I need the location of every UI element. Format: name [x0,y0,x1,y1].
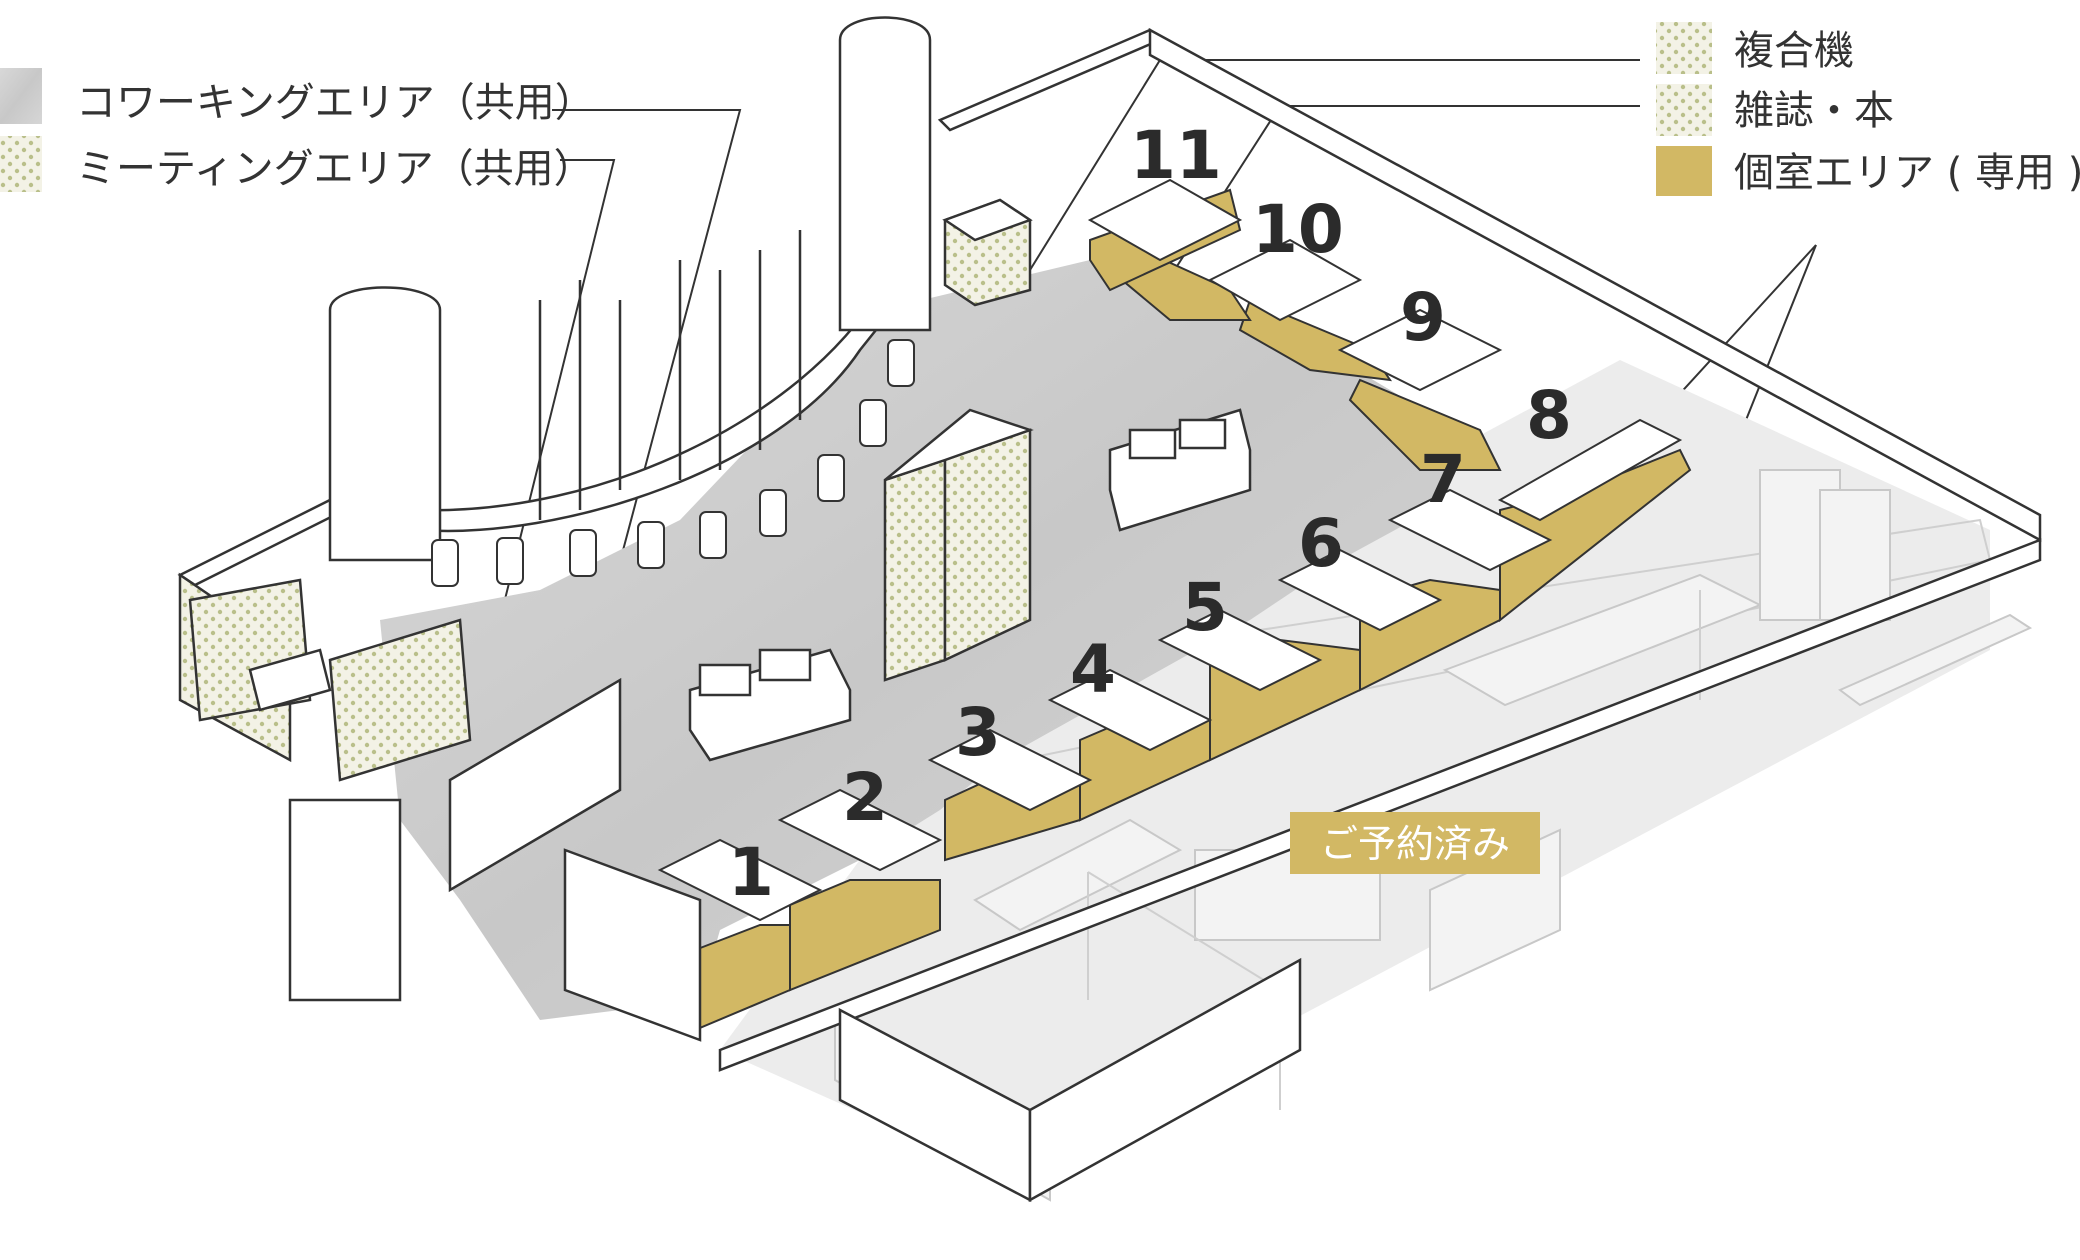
legend-right: 複合機 雑誌・本 個室エリア ( 専用 ) [1656,22,2080,196]
partitions [448,677,1302,1203]
room-label-5: 5 [1182,569,1228,646]
room-label-8: 8 [1526,377,1572,454]
room-label-11: 11 [1130,117,1222,194]
legend-label-coworking: コワーキングエリア（共用） [76,80,595,126]
room-label-2: 2 [842,759,888,836]
meeting-booth [188,578,472,782]
legend-swatch-coworking [0,68,42,124]
reception-desks [688,408,1252,762]
columns [288,16,932,1002]
reserved-zone [720,360,2033,1202]
room-label-6: 6 [1298,505,1344,582]
legend-label-private: 個室エリア ( 専用 ) [1734,150,2080,196]
room-label-10: 10 [1252,191,1344,268]
vertical-fins [538,230,802,520]
reserved-badge: ご予約済み [1290,812,1540,874]
legend-swatch-private [1656,146,1712,196]
room-label-9: 9 [1400,279,1446,356]
legend-label-copier: 複合機 [1734,28,1854,74]
private-desks [657,178,1683,922]
legend-label-meeting: ミーティングエリア（共用） [76,146,594,192]
room-label-3: 3 [955,694,1001,771]
copier [942,198,1033,307]
reserved-badge-label: ご予約済み [1320,822,1510,866]
bookshelf [883,408,1034,682]
room-label-7: 7 [1420,441,1466,518]
reserved-badge-bg [1290,812,1540,874]
room-numbers: 1 2 3 4 5 6 7 8 9 10 11 [728,117,1572,911]
legend-swatch-copier [1656,22,1712,74]
legend-left: コワーキングエリア（共用） ミーティングエリア（共用） [0,68,595,192]
room-label-4: 4 [1070,631,1116,708]
room-label-1: 1 [728,834,774,911]
legend-swatch-magazines [1656,84,1712,136]
outer-walls [177,27,2042,1072]
counter-chairs [431,339,915,587]
legend-label-magazines: 雑誌・本 [1734,88,1894,134]
legend-swatch-meeting [0,136,42,192]
